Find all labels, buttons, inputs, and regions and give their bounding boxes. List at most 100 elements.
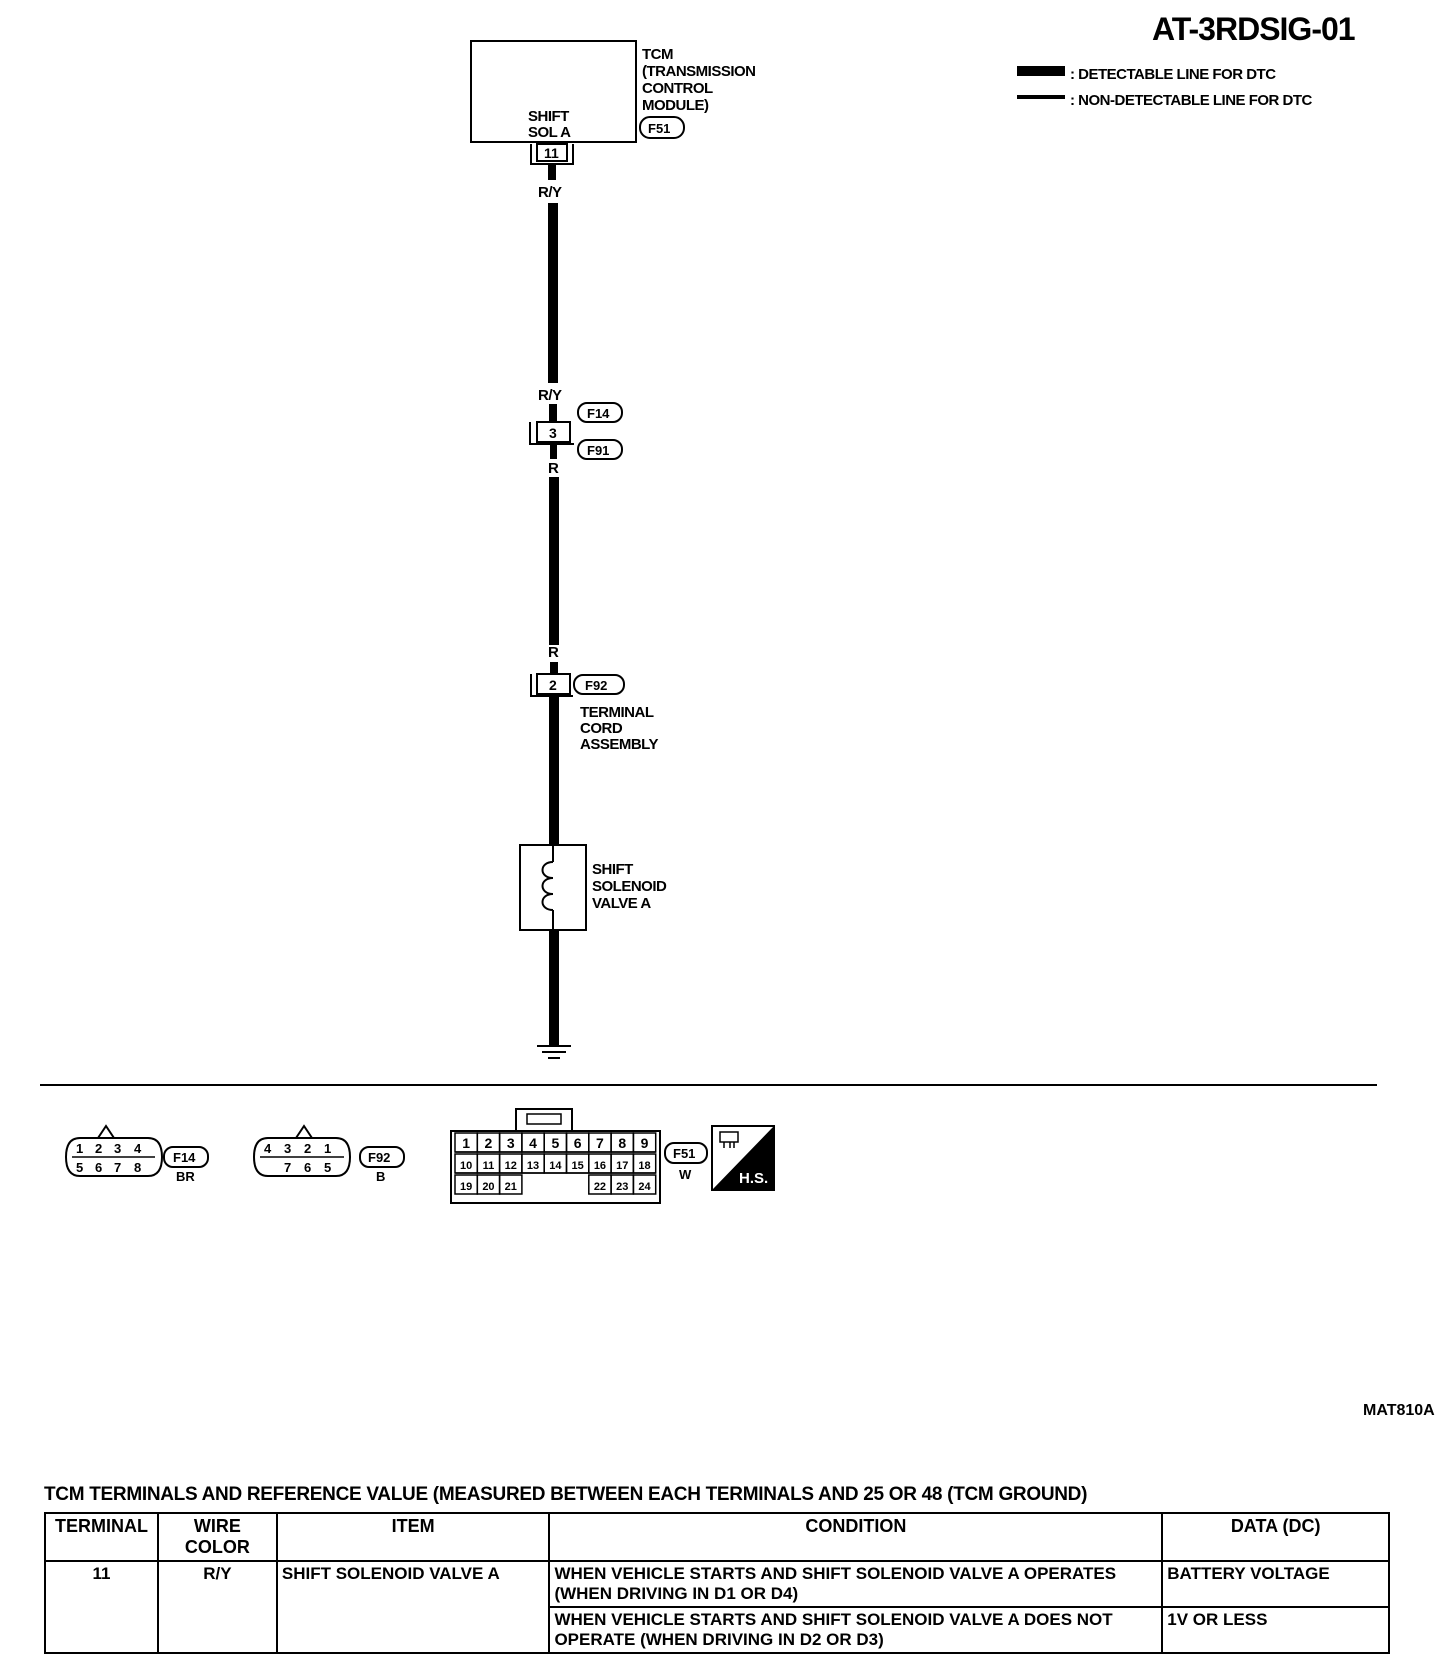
f92-badge bbox=[359, 1146, 405, 1168]
shift-solenoid-valve: SHIFT SOLENOID VALVE A bbox=[519, 844, 668, 931]
cell-item: SHIFT SOLENOID VALVE A bbox=[275, 1560, 551, 1654]
wire-segment-5 bbox=[549, 477, 559, 645]
non-detectable-line-swatch bbox=[1017, 95, 1065, 99]
reference-value-table: TERMINAL WIRE COLOR ITEM CONDITION DATA … bbox=[44, 1512, 1390, 1654]
f14-pin-8: 8 bbox=[134, 1160, 141, 1175]
wire-segment-1 bbox=[548, 164, 556, 180]
tcm-name-1: TCM bbox=[642, 46, 673, 63]
f51-lock-tab bbox=[515, 1108, 573, 1131]
f51-pin-cell bbox=[632, 1153, 657, 1174]
ground-icon bbox=[537, 1045, 571, 1059]
legend: : DETECTABLE LINE FOR DTC : NON-DETECTAB… bbox=[1017, 66, 1313, 109]
f92-pin-2: 2 bbox=[304, 1141, 311, 1156]
hs-diagonal-fill bbox=[712, 1126, 774, 1190]
f51-pin-13: 13 bbox=[527, 1160, 539, 1172]
legend-non-detectable: : NON-DETECTABLE LINE FOR DTC bbox=[1070, 92, 1313, 109]
connector-view-f92: 4 3 2 1 7 6 5 F92 B bbox=[252, 1124, 405, 1184]
f14-id: F14 bbox=[173, 1150, 196, 1165]
junction-terminal-number: 3 bbox=[549, 425, 557, 441]
f51-pin-20: 20 bbox=[482, 1181, 494, 1193]
tcm-module: TCM (TRANSMISSION CONTROL MODULE) SHIFT … bbox=[470, 40, 756, 165]
f51-pin-10: 10 bbox=[460, 1160, 472, 1172]
f51-pin-8: 8 bbox=[618, 1135, 626, 1151]
tcm-connector-id: F51 bbox=[648, 121, 670, 136]
f51-pin-7: 7 bbox=[596, 1135, 604, 1151]
f51-pin-5: 5 bbox=[551, 1135, 559, 1151]
junction-connector: 3 F14 F91 bbox=[529, 402, 623, 460]
harness-connector-icon bbox=[719, 1131, 739, 1148]
wire-segment-2 bbox=[548, 203, 558, 383]
f51-pin-3: 3 bbox=[507, 1135, 515, 1151]
f51-pin-cell bbox=[498, 1174, 523, 1195]
junction-bracket bbox=[529, 422, 574, 445]
f51-pin-cell bbox=[632, 1132, 657, 1153]
cell-wire-color: R/Y bbox=[156, 1560, 278, 1654]
connector-view-f14: 1 2 3 4 5 6 7 8 F14 BR bbox=[64, 1124, 209, 1184]
tcm-name-4: MODULE) bbox=[642, 97, 709, 114]
hs-label: H.S. bbox=[739, 1170, 768, 1187]
f51-pin-4: 4 bbox=[529, 1135, 537, 1151]
header-data: DATA (DC) bbox=[1161, 1512, 1390, 1562]
f92-key-icon bbox=[295, 1124, 313, 1139]
solenoid-label-1: SHIFT bbox=[592, 861, 633, 878]
f92-pin-7: 7 bbox=[284, 1160, 291, 1175]
f14-pin-2: 2 bbox=[95, 1141, 102, 1156]
f14-badge bbox=[163, 1146, 209, 1168]
f51-pin-cell bbox=[632, 1174, 657, 1195]
junction-terminal-box bbox=[536, 421, 571, 443]
f51-pin-15: 15 bbox=[572, 1160, 584, 1172]
junction-badge-top bbox=[577, 402, 623, 423]
cord-bracket bbox=[530, 674, 573, 697]
f51-pin-1: 1 bbox=[462, 1135, 470, 1151]
f51-color: W bbox=[679, 1167, 692, 1182]
cord-label-3: ASSEMBLY bbox=[580, 736, 658, 753]
table-title: TCM TERMINALS AND REFERENCE VALUE (MEASU… bbox=[44, 1484, 1088, 1505]
f51-badge bbox=[664, 1142, 708, 1164]
wire-segment-3 bbox=[549, 404, 557, 422]
header-item: ITEM bbox=[275, 1512, 551, 1562]
f14-pin-3: 3 bbox=[114, 1141, 121, 1156]
cord-label-1: TERMINAL bbox=[580, 704, 654, 721]
f92-id: F92 bbox=[368, 1150, 390, 1165]
wire-color-junction-top: R/Y bbox=[538, 387, 562, 404]
f51-pin-9: 9 bbox=[641, 1135, 649, 1151]
f14-pin-4: 4 bbox=[134, 1141, 142, 1156]
cell-data-2: 1V OR LESS bbox=[1161, 1606, 1390, 1654]
tcm-box bbox=[470, 40, 637, 143]
wire-color-r-2: R bbox=[548, 644, 559, 661]
cord-badge bbox=[573, 674, 625, 695]
f14-pin-7: 7 bbox=[114, 1160, 121, 1175]
f92-pin-1: 1 bbox=[324, 1141, 331, 1156]
tcm-name-3: CONTROL bbox=[642, 80, 713, 97]
wire-color-r-1: R bbox=[548, 460, 559, 477]
f51-pin-17: 17 bbox=[616, 1160, 628, 1172]
cell-condition-2: WHEN VEHICLE STARTS AND SHIFT SOLENOID V… bbox=[548, 1606, 1164, 1654]
cell-terminal: 11 bbox=[44, 1560, 159, 1654]
solenoid-coil-icon bbox=[541, 861, 554, 911]
f92-pin-4: 4 bbox=[264, 1141, 272, 1156]
tcm-name-2: (TRANSMISSION bbox=[642, 63, 756, 80]
f51-pin-11: 11 bbox=[483, 1160, 495, 1172]
f14-color: BR bbox=[176, 1169, 195, 1184]
cord-terminal-number: 2 bbox=[549, 677, 557, 693]
wire-segment-4 bbox=[550, 445, 557, 459]
table-header-row: TERMINAL WIRE COLOR ITEM CONDITION DATA … bbox=[44, 1512, 1390, 1562]
junction-connector-bottom: F91 bbox=[587, 443, 609, 458]
tcm-terminal-number: 11 bbox=[544, 145, 559, 161]
f92-pin-6: 6 bbox=[304, 1160, 311, 1175]
legend-detectable: : DETECTABLE LINE FOR DTC bbox=[1070, 66, 1276, 83]
detectable-line-swatch bbox=[1017, 66, 1065, 76]
cord-connector-id: F92 bbox=[585, 678, 607, 693]
junction-badge-bottom bbox=[577, 439, 623, 460]
cell-condition-1: WHEN VEHICLE STARTS AND SHIFT SOLENOID V… bbox=[548, 1560, 1164, 1608]
wire-segment-8 bbox=[549, 930, 559, 1045]
f92-pin-3: 3 bbox=[284, 1141, 291, 1156]
f51-pin-21: 21 bbox=[505, 1181, 517, 1193]
header-wire-color: WIRE COLOR bbox=[156, 1512, 278, 1562]
f92-outline bbox=[252, 1137, 352, 1177]
f51-outline bbox=[450, 1130, 661, 1204]
wiring-diagram: AT-3RDSIG-01 : DETECTABLE LINE FOR DTC :… bbox=[40, 11, 1377, 1204]
wire-segment-6 bbox=[550, 662, 558, 674]
f51-pin-22: 22 bbox=[594, 1181, 606, 1193]
